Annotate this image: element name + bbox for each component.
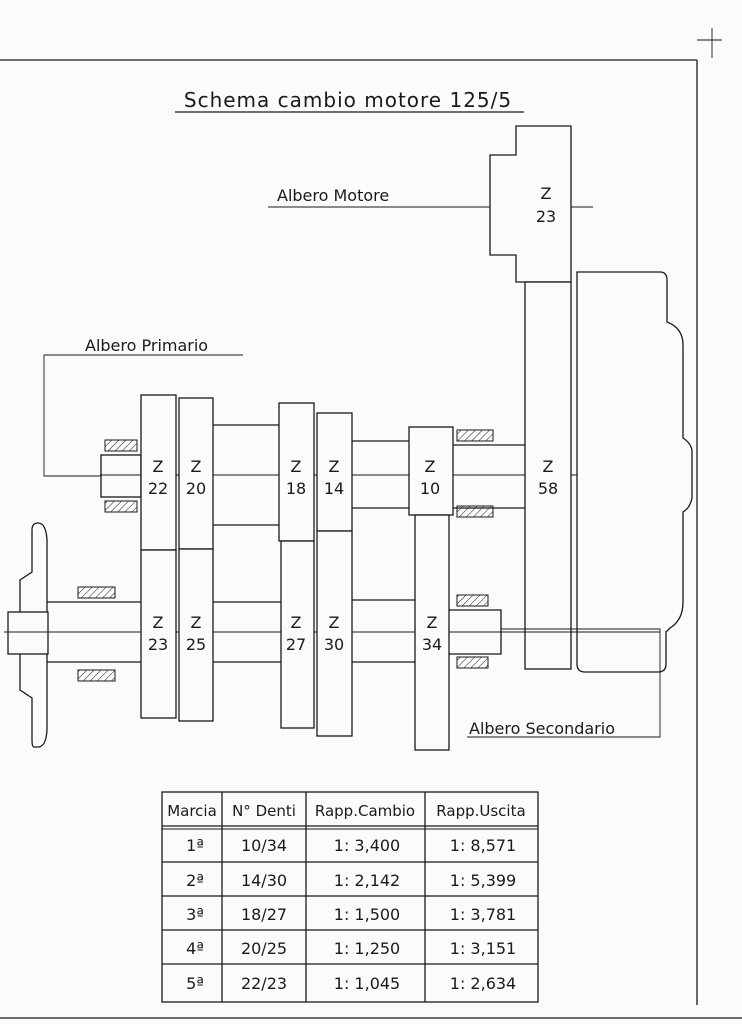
gear-s23-z: Z: [153, 613, 164, 632]
gear-z10-z: Z: [425, 457, 436, 476]
table-row-4-cambio: 1: 1,250: [334, 939, 400, 958]
motor-gear-z23: [489, 125, 572, 283]
secondary-gear-z27: [280, 540, 315, 729]
secondary-bearing-right-top: [456, 594, 489, 607]
gear-z20-teeth: 20: [186, 479, 206, 498]
clutch-housing: [576, 271, 693, 673]
primary-gear-z22: [140, 394, 177, 551]
table-row-1-marcia: 1ª: [186, 836, 204, 855]
gear-z22-teeth: 22: [148, 479, 168, 498]
table-row-2-cambio: 1: 2,142: [334, 871, 400, 890]
motor-gear-teeth: 23: [536, 207, 556, 226]
table-row-1-cambio: 1: 3,400: [334, 836, 400, 855]
table-row-3-cambio: 1: 1,500: [334, 905, 400, 924]
secondary-gear-z23: [140, 549, 177, 719]
table-row-1-uscita: 1: 8,571: [450, 836, 516, 855]
table-row-5-marcia: 5ª: [186, 974, 204, 993]
table-row-1-denti: 10/34: [241, 836, 287, 855]
table-row-4-denti: 20/25: [241, 939, 287, 958]
gear-z10-teeth: 10: [420, 479, 440, 498]
table-row-4-uscita: 1: 3,151: [450, 939, 516, 958]
secondary-bearing-left-bottom: [77, 669, 116, 682]
table-row-2-denti: 14/30: [241, 871, 287, 890]
primary-gear-z18: [278, 402, 315, 542]
secondary-bearing-left-top: [77, 586, 116, 599]
table-row-5-uscita: 1: 2,634: [450, 974, 516, 993]
secondary-shaft: [4, 522, 661, 748]
secondary-gear-z30: [316, 530, 353, 737]
primary-gear-z20: [178, 397, 214, 550]
gear-s25-teeth: 25: [186, 635, 206, 654]
table-row-3-marcia: 3ª: [186, 905, 204, 924]
table-row-2-marcia: 2ª: [186, 871, 204, 890]
secondary-gear-z34: [414, 514, 450, 751]
table-row-4-marcia: 4ª: [186, 939, 204, 958]
gear-z22-z: Z: [153, 457, 164, 476]
primary-bearing-left-bottom: [104, 500, 138, 513]
gear-s27-teeth: 27: [286, 635, 306, 654]
gear-s30-teeth: 30: [324, 635, 344, 654]
gear-s30-z: Z: [329, 613, 340, 632]
table-header-denti: N° Denti: [232, 802, 296, 820]
gear-z58-teeth: 58: [538, 479, 558, 498]
gear-s23-teeth: 23: [148, 635, 168, 654]
table-header-rapp-uscita: Rapp.Uscita: [436, 802, 525, 820]
albero-primario-leader: [43, 354, 243, 477]
primary-gear-z58: [524, 281, 572, 670]
motor-gear-z: Z: [541, 184, 552, 203]
diagram-title: Schema cambio motore 125/5: [184, 88, 512, 112]
gear-z58-z: Z: [543, 457, 554, 476]
table-row-3-denti: 18/27: [241, 905, 287, 924]
primary-bearing-left-top: [104, 439, 138, 452]
table-header-rapp-cambio: Rapp.Cambio: [315, 802, 415, 820]
secondary-bearing-right-bottom: [456, 656, 489, 669]
albero-secondario-label: Albero Secondario: [469, 719, 615, 738]
table-row-3-uscita: 1: 3,781: [450, 905, 516, 924]
secondary-gear-z25: [178, 548, 214, 722]
albero-motore-label: Albero Motore: [277, 186, 389, 205]
gear-z18-z: Z: [291, 457, 302, 476]
gear-s34-z: Z: [427, 613, 438, 632]
albero-primario-label: Albero Primario: [85, 336, 208, 355]
gear-z20-z: Z: [191, 457, 202, 476]
gear-z18-teeth: 18: [286, 479, 306, 498]
primary-bearing-right-top: [456, 429, 494, 442]
page-frame: [0, 28, 742, 1019]
table-row-5-denti: 22/23: [241, 974, 287, 993]
primary-bearing-right-bottom: [456, 505, 494, 518]
gear-s34-teeth: 34: [422, 635, 442, 654]
table-row-2-uscita: 1: 5,399: [450, 871, 516, 890]
gear-s25-z: Z: [191, 613, 202, 632]
gear-z14-z: Z: [329, 457, 340, 476]
table-header-marcia: Marcia: [167, 802, 217, 820]
gear-ratio-table: [161, 791, 539, 1003]
table-row-5-cambio: 1: 1,045: [334, 974, 400, 993]
gear-z14-teeth: 14: [324, 479, 344, 498]
gear-s27-z: Z: [291, 613, 302, 632]
